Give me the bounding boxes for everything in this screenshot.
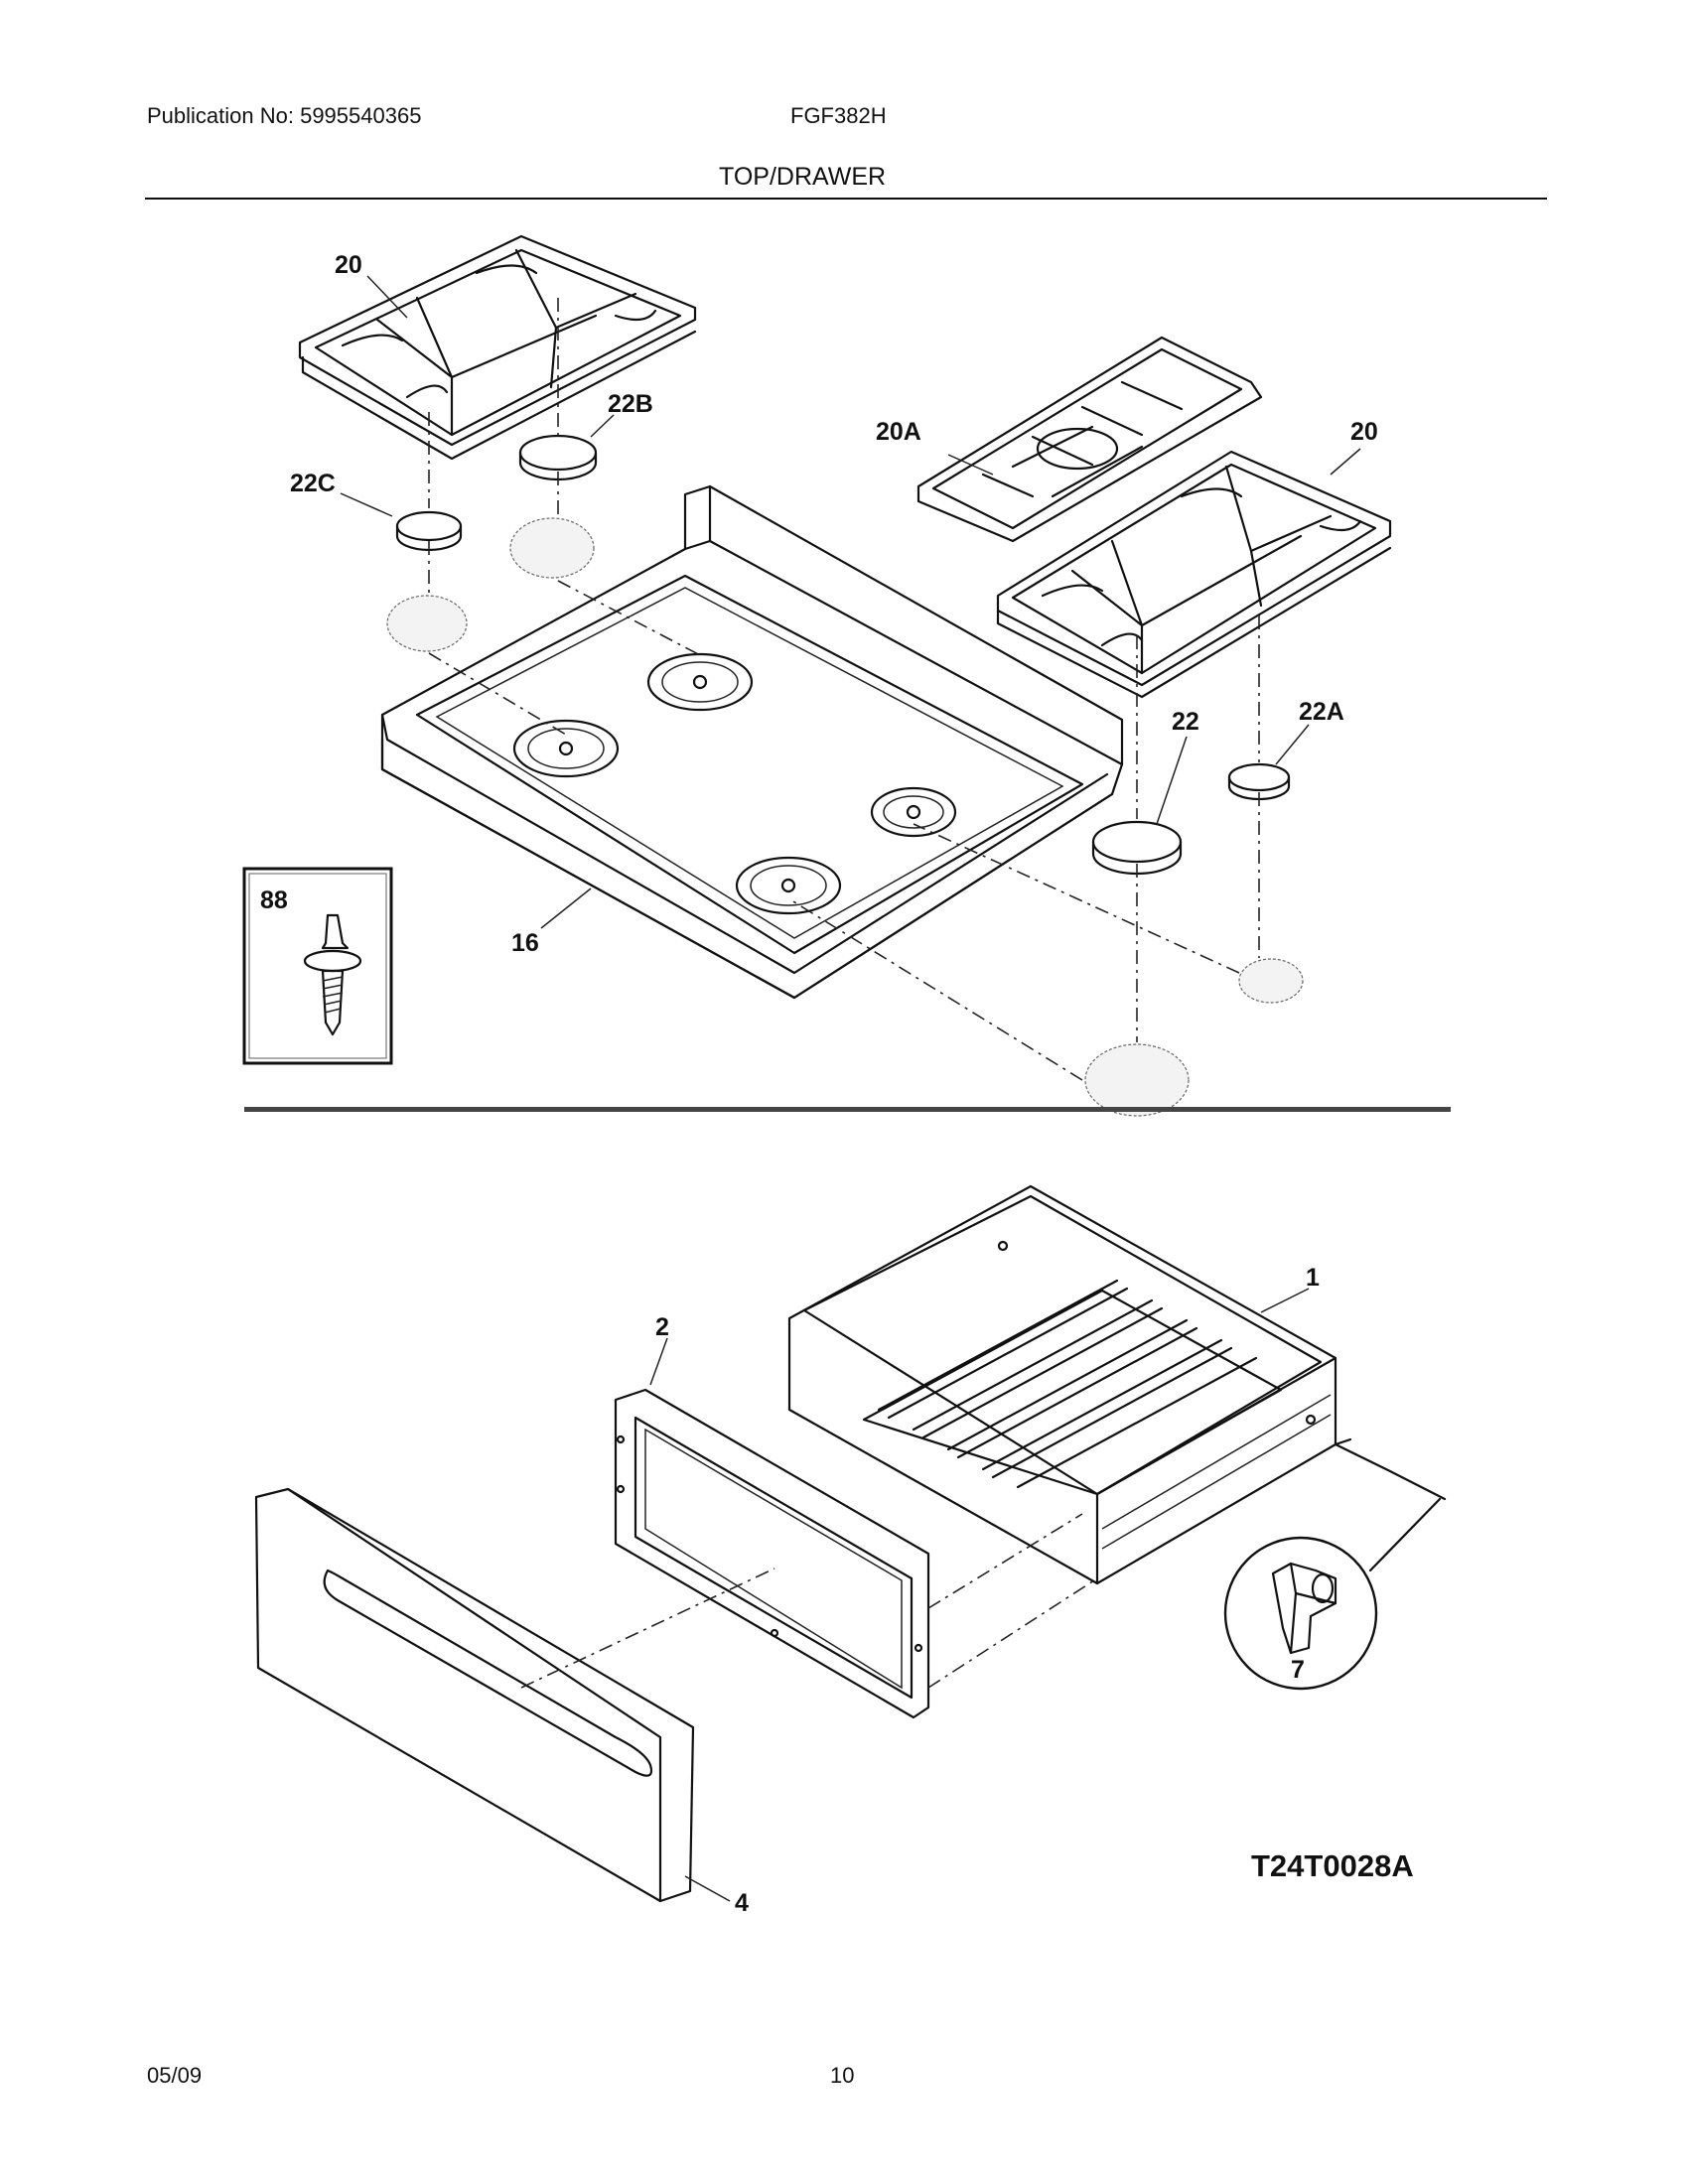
drawer-front-part — [254, 1487, 695, 1903]
callout-2: 2 — [655, 1313, 669, 1341]
drawer-frame-part — [614, 1388, 930, 1719]
assembly-lines-top — [428, 298, 1260, 1081]
callout-88: 88 — [260, 887, 288, 914]
grate-center-part — [916, 336, 1263, 543]
screw-inset-box — [242, 867, 393, 1065]
callout-22: 22 — [1172, 708, 1199, 736]
header-rule — [145, 198, 1547, 200]
callout-20-right: 20 — [1350, 418, 1378, 446]
burner-heads — [386, 517, 1304, 1117]
drawer-body-part — [787, 1184, 1447, 1585]
callout-1: 1 — [1306, 1264, 1320, 1292]
callout-4: 4 — [735, 1889, 749, 1917]
burner-cap-22 — [1091, 820, 1183, 876]
roller-detail-circle — [1223, 1497, 1442, 1691]
callout-20a: 20A — [876, 418, 921, 446]
callout-7: 7 — [1291, 1656, 1305, 1684]
callout-16: 16 — [511, 929, 539, 957]
cooktop-part — [380, 484, 1124, 1000]
callout-22c: 22C — [290, 470, 336, 497]
grate-left-part — [298, 234, 697, 461]
page-number: 10 — [830, 2063, 855, 2088]
section-divider — [244, 1107, 1451, 1112]
burner-cap-22b — [518, 434, 598, 481]
callout-leaders — [340, 275, 1361, 1902]
publication-number: Publication No: 5995540365 — [147, 103, 422, 128]
callout-20-left: 20 — [335, 251, 362, 279]
callout-22b: 22B — [608, 390, 653, 418]
footer-date: 05/09 — [147, 2063, 203, 2088]
section-title: TOP/DRAWER — [719, 163, 887, 191]
callout-22a: 22A — [1299, 698, 1344, 726]
grate-right-part — [996, 450, 1392, 699]
diagram-code: T24T0028A — [1251, 1848, 1414, 1883]
assembly-lines-bottom — [520, 1513, 1098, 1689]
model-number: FGF382H — [790, 103, 887, 128]
